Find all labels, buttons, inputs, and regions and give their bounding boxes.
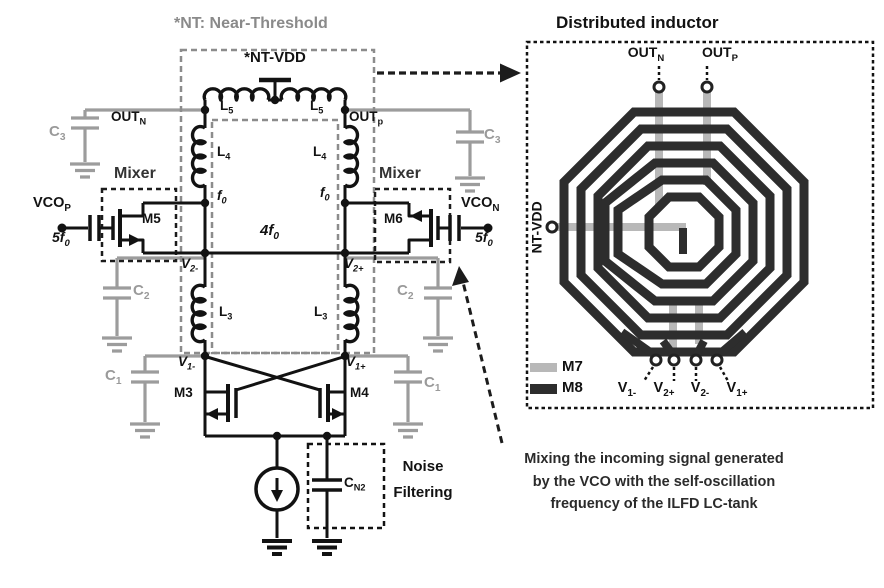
mixer-right-title: Mixer (379, 165, 421, 182)
nodes-and-arrows (57, 95, 493, 502)
label-5f0-right: 5f0 (475, 229, 493, 249)
inductor-l3-right (343, 283, 360, 344)
panel-pins (545, 80, 724, 367)
m6-arrow (410, 210, 422, 222)
annotation-arrows (377, 63, 521, 444)
m4-arrow (332, 408, 344, 420)
label-5f0-left: 5f0 (52, 229, 70, 249)
nt-vdd-label: *NT-VDD (244, 49, 306, 66)
tank-core-box (210, 118, 340, 355)
vco-p-terminal (57, 223, 67, 233)
distributed-inductor-panel (525, 40, 875, 410)
label-l4-right: L4 (313, 144, 327, 162)
panel-pin-v2-plus: V2+ (653, 380, 675, 399)
panel-title: Distributed inductor (556, 13, 719, 32)
legend-m7-label: M7 (562, 358, 583, 375)
caption-line-2: by the VCO with the self-oscillation (532, 473, 776, 490)
pin-v2-plus (667, 353, 681, 367)
pin-leaders (642, 66, 730, 382)
label-cn2: CN2 (344, 475, 366, 493)
label-v2-minus: V2- (181, 256, 199, 274)
label-l4-left: L4 (217, 144, 231, 162)
m5-arrow (129, 234, 141, 246)
label-l5-right: L5 (310, 98, 324, 116)
pin-v1-plus (710, 353, 724, 367)
caption-line-3: frequency of the ILFD LC-tank (550, 496, 758, 512)
inductor-l5-left (202, 87, 271, 102)
cap-cn2 (312, 436, 342, 538)
current-source (254, 436, 300, 538)
label-f0-right: f0 (320, 185, 330, 203)
panel-nt-vdd: NT-VDD (528, 201, 545, 254)
label-v1-minus: V1- (178, 354, 196, 372)
panel-pin-v1-minus: V1- (617, 380, 637, 399)
label-v1-plus: V1+ (346, 354, 366, 372)
label-c2-left: C2 (133, 282, 150, 302)
label-out-p: OUTp (349, 109, 384, 127)
label-c3-right: C3 (484, 126, 501, 146)
label-c3-left: C3 (49, 123, 66, 143)
noise-filter-box (306, 442, 386, 530)
legend-swatch-m7 (530, 363, 557, 372)
mixer-left-title: Mixer (114, 165, 156, 182)
pin-v1-minus (649, 353, 663, 367)
legend-m8-label: M8 (562, 379, 583, 396)
label-m5: M5 (142, 211, 161, 226)
circuit-wires (62, 77, 488, 556)
cross-coupled-pair (205, 355, 345, 422)
current-source-arrow (271, 490, 283, 502)
inductor-l4-left (190, 124, 207, 189)
label-vco-n: VCON (461, 195, 500, 214)
caption-line-1: Mixing the incoming signal generated (524, 451, 784, 467)
inductor-l3-left (190, 283, 207, 344)
label-m4: M4 (350, 385, 369, 400)
label-l5-left: L5 (220, 98, 234, 116)
label-vco-p: VCOP (33, 195, 71, 214)
transistor-m5 (62, 203, 145, 253)
m3-arrow (206, 408, 218, 420)
label-c2-right: C2 (397, 282, 414, 302)
pin-out-n (652, 80, 666, 94)
panel-pin-v2-minus: V2- (690, 380, 710, 399)
arrow-to-mixer (461, 281, 504, 444)
noise-filtering-line2: Filtering (393, 484, 453, 501)
label-c1-left: C1 (105, 367, 122, 387)
layer-m8-spiral (559, 107, 809, 360)
label-out-n: OUTN (111, 109, 147, 127)
vco-n-terminal (483, 223, 493, 233)
figure-caption: Mixing the incoming signal generated by … (448, 448, 860, 516)
panel-out-n: OUTN (627, 44, 665, 64)
label-v2-plus: V2+ (344, 256, 364, 274)
panel-out-p: OUTP (702, 44, 738, 64)
panel-border (525, 40, 875, 410)
pin-v2-minus (689, 353, 703, 367)
label-f0-left: f0 (217, 188, 227, 206)
label-c1-right: C1 (424, 374, 441, 394)
label-l3-right: L3 (314, 304, 328, 322)
noise-filtering-line1: Noise (402, 458, 444, 475)
pin-nt-vdd (545, 220, 559, 234)
gray-passive-network (68, 108, 487, 439)
label-m6: M6 (384, 211, 403, 226)
pin-out-p (700, 80, 714, 94)
nt-note: *NT: Near-Threshold (174, 15, 328, 32)
inductor-l4-right (343, 124, 360, 189)
label-l3-left: L3 (219, 304, 233, 322)
legend-swatch-m8 (530, 384, 557, 394)
panel-pin-v1-plus: V1+ (726, 380, 748, 399)
label-4f0: 4f0 (260, 222, 280, 242)
inductor-l5-right (279, 87, 348, 102)
label-m3: M3 (174, 385, 193, 400)
mixer-left-box (100, 187, 178, 263)
